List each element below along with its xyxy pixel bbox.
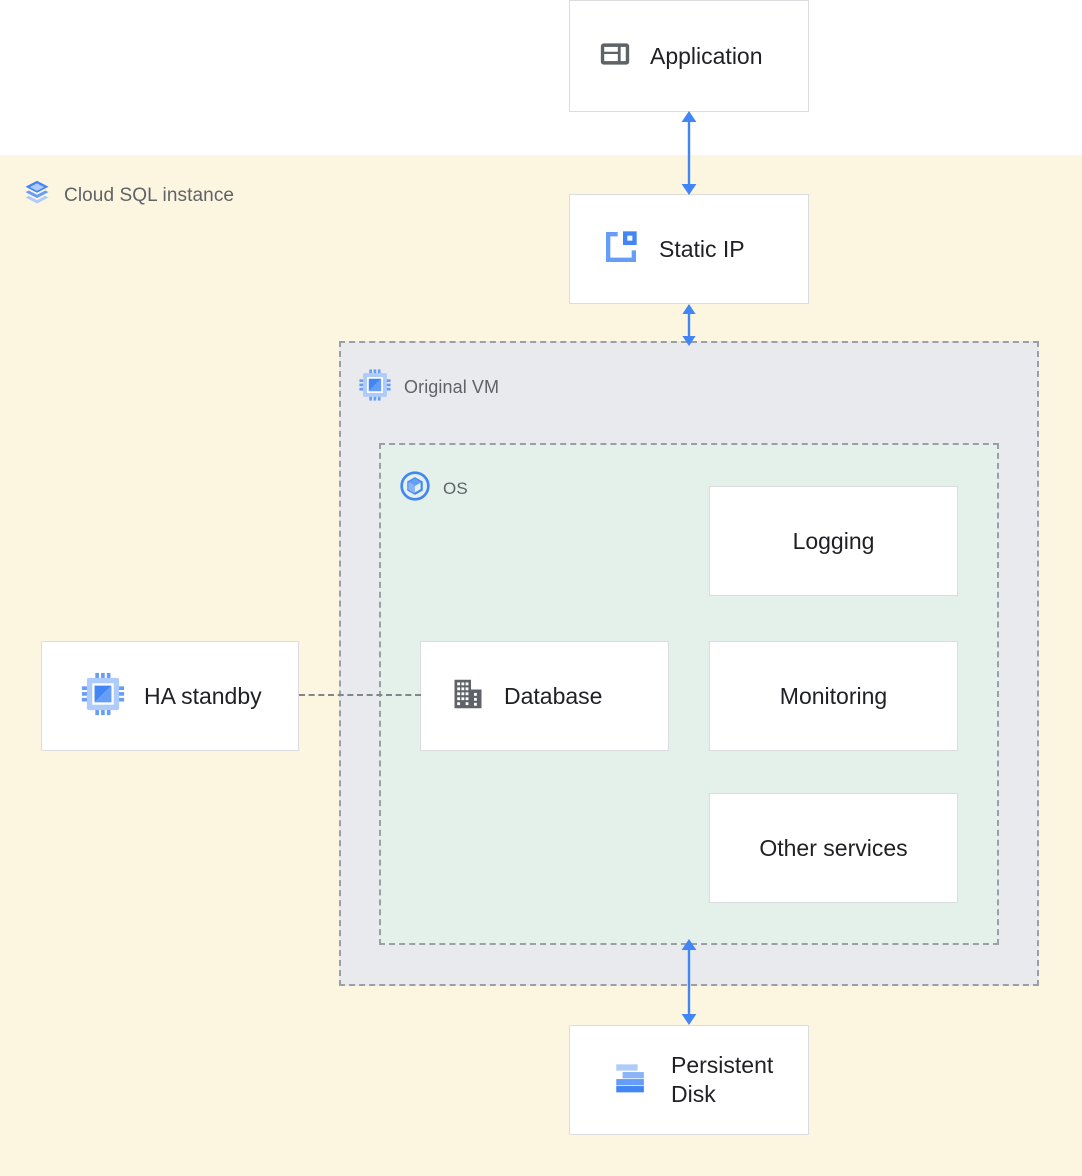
node-application[interactable]: Application	[569, 0, 809, 112]
node-database[interactable]: Database	[420, 641, 669, 751]
node-monitoring[interactable]: Monitoring	[709, 641, 958, 751]
node-persistent-disk[interactable]: Persistent Disk	[569, 1025, 809, 1135]
node-logging-label: Logging	[792, 527, 875, 554]
node-other-services-label: Other services	[759, 834, 908, 861]
original-vm-label-group: Original VM	[358, 368, 499, 407]
vm-chip-icon	[358, 368, 392, 407]
node-ha-standby[interactable]: HA standby	[41, 641, 299, 751]
node-static-ip-label: Static IP	[659, 235, 745, 262]
os-label-group: OS	[399, 470, 468, 507]
connector-static-ip-to-original-vm	[682, 304, 696, 346]
persistent-disk-icon	[611, 1057, 653, 1104]
node-application-label: Application	[650, 42, 763, 69]
application-window-icon	[598, 37, 632, 76]
node-static-ip[interactable]: Static IP	[569, 194, 809, 304]
original-vm-label: Original VM	[404, 377, 500, 397]
node-ha-standby-label: HA standby	[144, 682, 262, 709]
connector-ha-standby-to-database	[299, 694, 421, 696]
chip-icon	[80, 671, 126, 722]
node-persistent-disk-label: Persistent Disk	[671, 1052, 774, 1107]
node-logging[interactable]: Logging	[709, 486, 958, 596]
node-other-services[interactable]: Other services	[709, 793, 958, 903]
database-building-icon	[450, 676, 486, 717]
os-icon	[399, 470, 431, 507]
node-monitoring-label: Monitoring	[779, 682, 888, 709]
os-label: OS	[443, 478, 468, 498]
cloud-sql-instance-label-group: Cloud SQL instance	[22, 178, 234, 213]
cloud-sql-icon	[22, 178, 52, 213]
node-database-label: Database	[504, 682, 603, 709]
cloud-sql-instance-label: Cloud SQL instance	[64, 184, 235, 206]
connector-os-to-persistent-disk	[681, 939, 697, 1025]
connector-application-to-static-ip	[681, 111, 697, 195]
static-ip-icon	[601, 227, 641, 272]
